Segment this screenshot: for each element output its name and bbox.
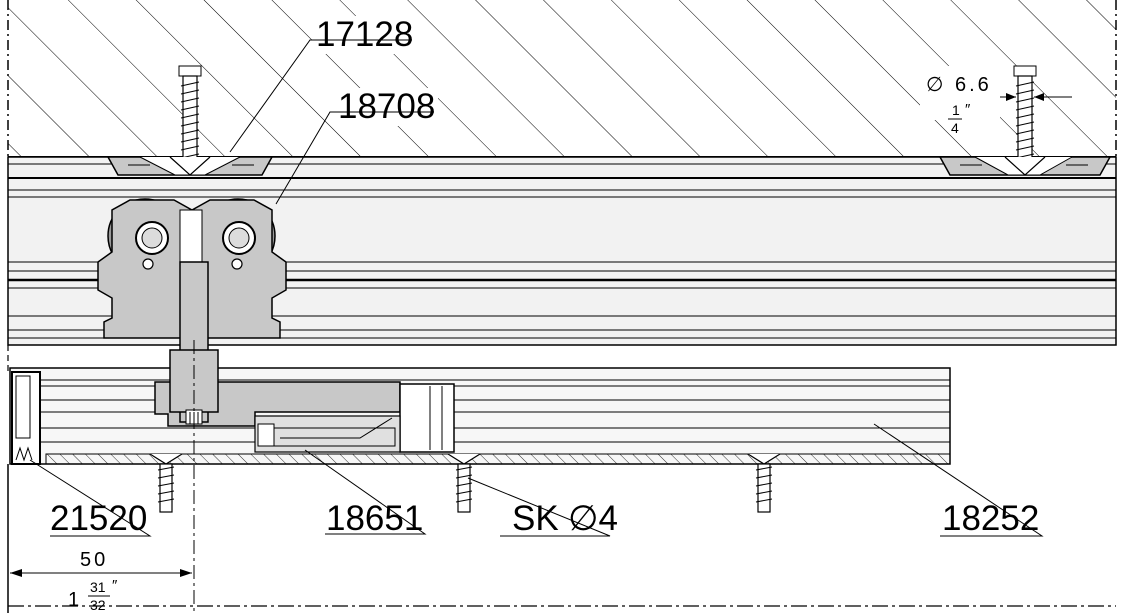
end-cap [11, 371, 41, 465]
hole-diameter-label: ∅ 6.6 [926, 74, 992, 96]
ceiling-screw-right [1004, 65, 1046, 176]
hole-inch-numerator: 1 [952, 102, 960, 118]
part-label-18252: 18252 [942, 499, 1039, 538]
hole-diameter-dimension: ∅ 6.6 1 4 ″ [926, 74, 1072, 136]
offset-inch-whole: 1 [68, 589, 82, 611]
hole-inch-denominator: 4 [951, 120, 959, 136]
hole-inch-mark: ″ [965, 101, 971, 118]
door-screw-3 [747, 453, 781, 513]
ceiling-screw-left [169, 65, 211, 176]
part-label-17128: 17128 [316, 15, 413, 54]
offset-inch-denominator: 32 [90, 597, 106, 613]
offset-mm-label: 50 [80, 549, 108, 571]
part-label-18708: 18708 [338, 87, 435, 126]
door-profile [9, 367, 951, 465]
offset-inch-mark: ″ [112, 577, 118, 594]
part-label-sk-diameter: ∅4 [568, 499, 618, 538]
part-label-18651: 18651 [326, 499, 423, 538]
door-screw-2 [447, 453, 481, 513]
part-label-21520: 21520 [50, 499, 147, 538]
offset-inch-numerator: 31 [90, 579, 106, 595]
door-screw-1 [149, 453, 183, 513]
roller-carriage [97, 198, 287, 339]
part-label-sk: SK [512, 499, 559, 538]
offset-dimension: 50 1 31 32 ″ [10, 549, 192, 613]
leader-lines [29, 39, 1044, 537]
